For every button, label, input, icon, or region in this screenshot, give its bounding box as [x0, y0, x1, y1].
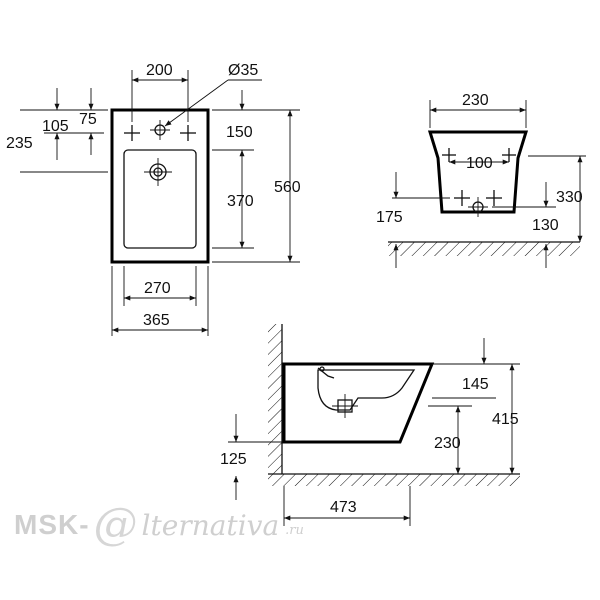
top-view-outline	[110, 108, 210, 264]
watermark-right: lternativa	[141, 508, 280, 542]
top-view-bowl	[123, 149, 197, 249]
watermark-logo: MSK- @ lternativa .ru	[14, 500, 304, 550]
dim-200: 200	[146, 62, 173, 79]
drain-marker	[144, 158, 172, 186]
watermark-left: MSK-	[14, 509, 90, 540]
front-view: 230 100 330 175 130	[376, 92, 586, 268]
dim-front-330: 330	[556, 189, 583, 206]
dim-370: 370	[227, 193, 254, 210]
dim-75: 75	[79, 111, 97, 128]
front-drain-marker	[468, 197, 488, 217]
dim-side-415: 415	[492, 411, 519, 428]
front-left-cross	[442, 148, 456, 162]
dim-365: 365	[143, 312, 170, 329]
side-view-outline	[282, 362, 435, 444]
dim-side-125: 125	[220, 451, 247, 468]
dim-560: 560	[274, 179, 301, 196]
tap-hole-marker	[150, 120, 170, 140]
front-inlet-right-cross	[486, 190, 502, 206]
side-view-spout-tip	[319, 366, 325, 372]
dim-diameter-35: Ø35	[228, 62, 258, 79]
dim-side-145: 145	[462, 376, 489, 393]
dim-front-100: 100	[466, 155, 493, 172]
left-mount-cross	[124, 125, 140, 141]
dim-235: 235	[6, 135, 33, 152]
dim-front-230: 230	[462, 92, 489, 109]
front-view-outline	[427, 130, 529, 214]
side-wall-hatch	[268, 324, 282, 474]
top-view: 200 Ø35 105 75 235 150 370 560	[6, 62, 301, 336]
front-inlet-left-cross	[454, 190, 470, 206]
dim-105: 105	[42, 118, 69, 135]
front-right-cross	[502, 148, 516, 162]
side-floor-hatch	[268, 474, 520, 486]
dim-150: 150	[226, 124, 253, 141]
dim-front-130: 130	[532, 217, 559, 234]
side-drain-marker	[332, 394, 358, 418]
dim-270: 270	[144, 280, 171, 297]
dim-front-175: 175	[376, 209, 403, 226]
dim-side-230: 230	[434, 435, 461, 452]
side-view-bowl	[317, 369, 416, 411]
watermark-at-icon: @	[93, 499, 138, 550]
watermark-tld: .ru	[285, 522, 304, 538]
side-view: 145 415 230 125 473	[220, 324, 520, 526]
front-floor-hatch	[388, 242, 580, 256]
right-mount-cross	[180, 125, 196, 141]
dim-side-473: 473	[330, 499, 357, 516]
